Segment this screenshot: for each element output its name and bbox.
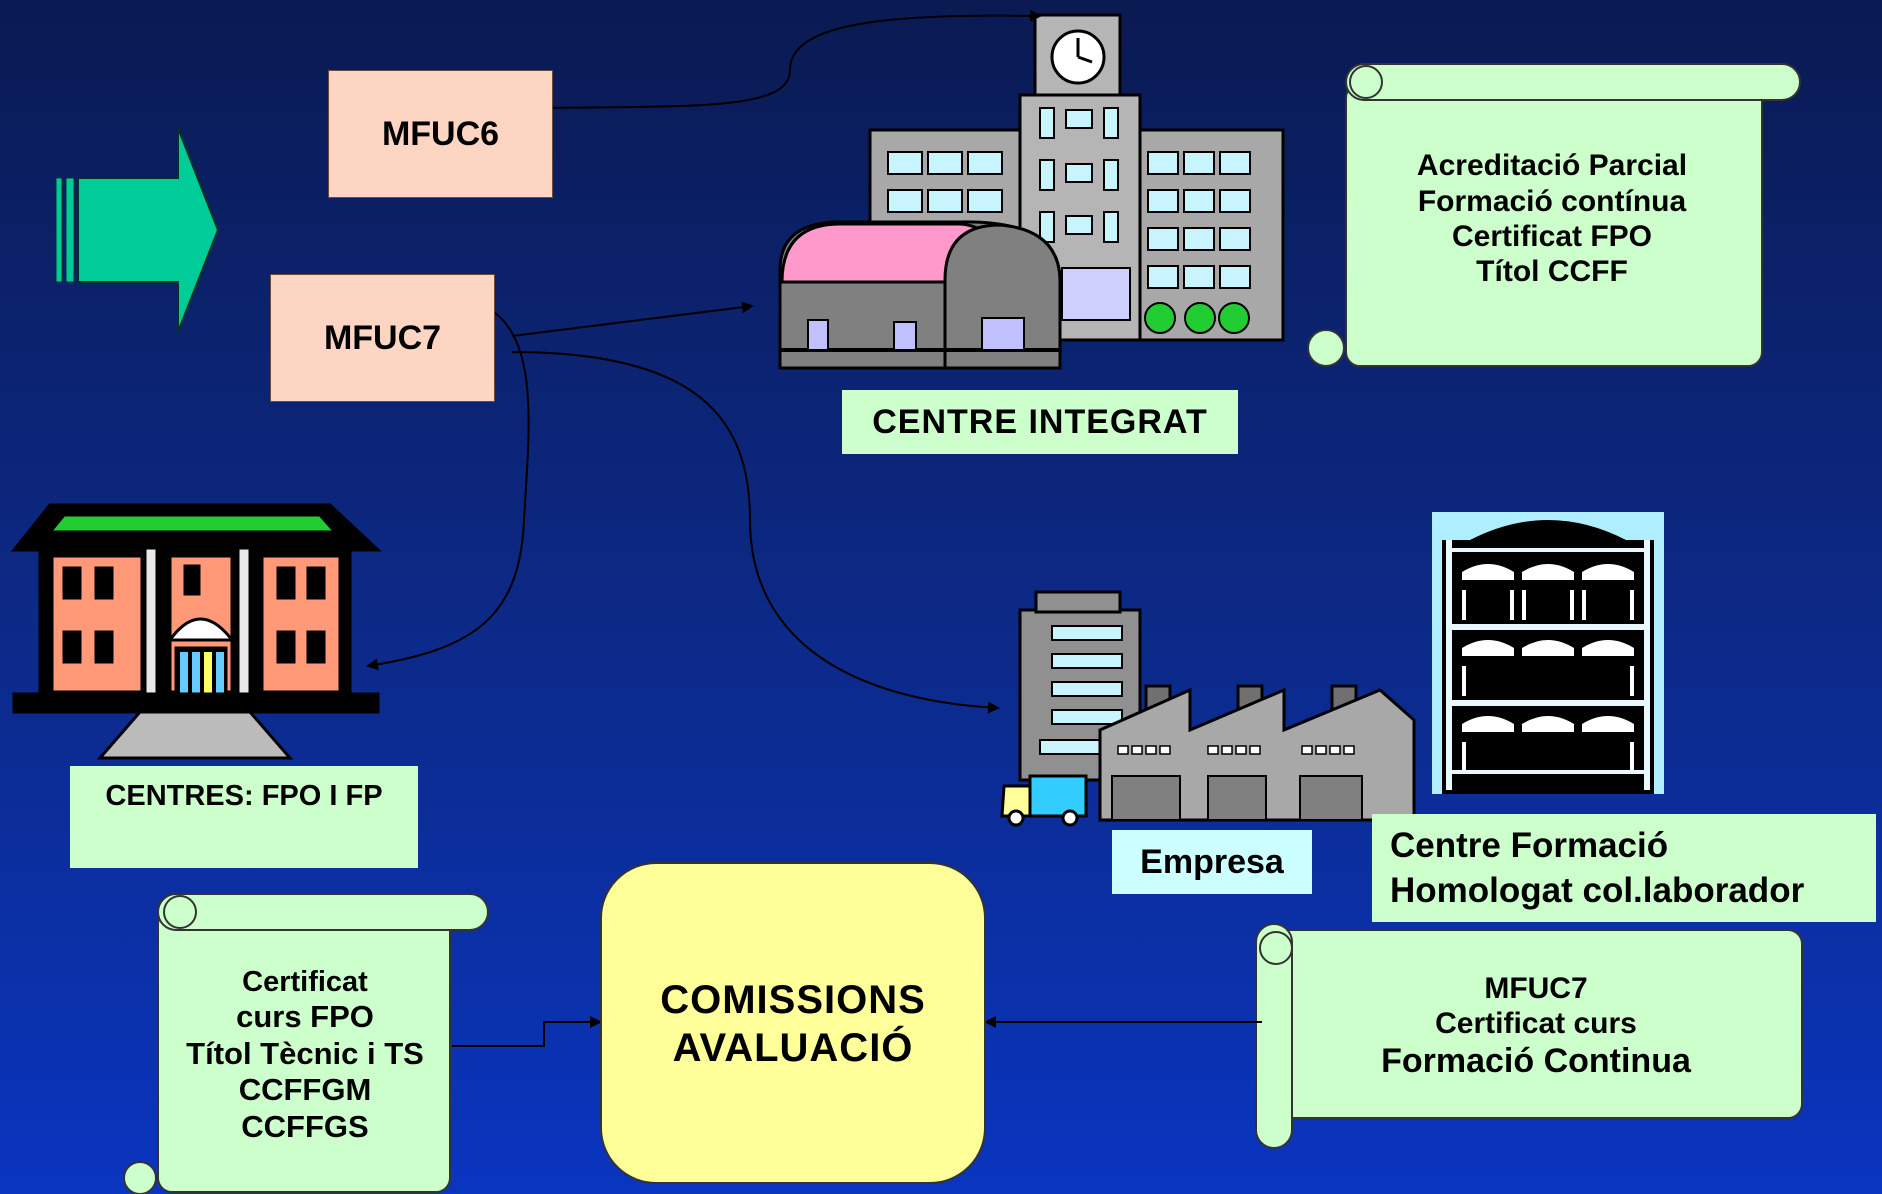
empresa-label: Empresa bbox=[1140, 842, 1284, 881]
centre-formacio-scroll-text: MFUC7 Certificat curs Formació Continua bbox=[1296, 960, 1776, 1092]
centre-integrat-label: CENTRE INTEGRAT bbox=[872, 402, 1208, 441]
scroll-line: Certificat bbox=[242, 965, 368, 998]
centre-integrat-label-box: CENTRE INTEGRAT bbox=[842, 390, 1238, 454]
mfuc6-label: MFUC6 bbox=[381, 114, 500, 153]
scroll-line: Títol Tècnic i TS bbox=[186, 1035, 424, 1071]
scroll-shape-centre-integrat bbox=[1307, 63, 1801, 367]
centres-fpo-scroll-text: Certificat curs FPO Títol Tècnic i TS CC… bbox=[152, 944, 458, 1166]
scroll-line: Certificat FPO bbox=[1451, 220, 1653, 253]
mfuc7-label: MFUC7 bbox=[323, 318, 442, 357]
scroll-line: Formació Continua bbox=[1381, 1042, 1691, 1081]
centres-fpo-label: CENTRES: FPO I FP bbox=[105, 780, 383, 812]
mfuc6-box: MFUC6 bbox=[328, 70, 553, 198]
comissions-label-line: COMISSIONS bbox=[660, 978, 926, 1022]
scroll-shape-centre-formacio bbox=[1255, 923, 1803, 1149]
centre-formacio-label-line: Centre Formació bbox=[1390, 825, 1669, 865]
comissions-avaluacio-box: COMISSIONS AVALUACIÓ bbox=[600, 862, 986, 1184]
connector-lines bbox=[366, 9, 1262, 1047]
right-arrow-icon bbox=[55, 127, 220, 333]
comissions-label-line: AVALUACIÓ bbox=[672, 1026, 914, 1070]
scroll-line: Certificat curs bbox=[1435, 1006, 1637, 1040]
scroll-line: CCFFGM bbox=[238, 1072, 372, 1108]
scroll-line: Acreditació Parcial bbox=[1416, 149, 1688, 183]
scroll-line: Formació contínua bbox=[1417, 184, 1687, 218]
training-centre-building-icon bbox=[10, 503, 382, 760]
scroll-line: Títol CCFF bbox=[1476, 255, 1628, 289]
centre-formacio-label-box: Centre Formació Homologat col.laborador bbox=[1372, 814, 1876, 922]
scroll-line: CCFFGS bbox=[241, 1108, 369, 1144]
scroll-shape-centres-fpo bbox=[123, 893, 489, 1194]
centres-fpo-label-box: CENTRES: FPO I FP bbox=[70, 766, 418, 868]
integrated-centre-building-icon bbox=[778, 13, 1285, 370]
empresa-label-box: Empresa bbox=[1112, 830, 1312, 894]
factory-building-icon bbox=[1000, 590, 1416, 827]
scroll-line: curs FPO bbox=[236, 998, 374, 1034]
centre-formacio-label-line: Homologat col.laborador bbox=[1390, 871, 1805, 910]
training-school-building-icon bbox=[1432, 512, 1664, 794]
centre-integrat-scroll-text: Acreditació Parcial Formació contínua Ce… bbox=[1380, 140, 1724, 298]
scroll-line: MFUC7 bbox=[1484, 971, 1588, 1005]
mfuc7-box: MFUC7 bbox=[270, 274, 495, 402]
